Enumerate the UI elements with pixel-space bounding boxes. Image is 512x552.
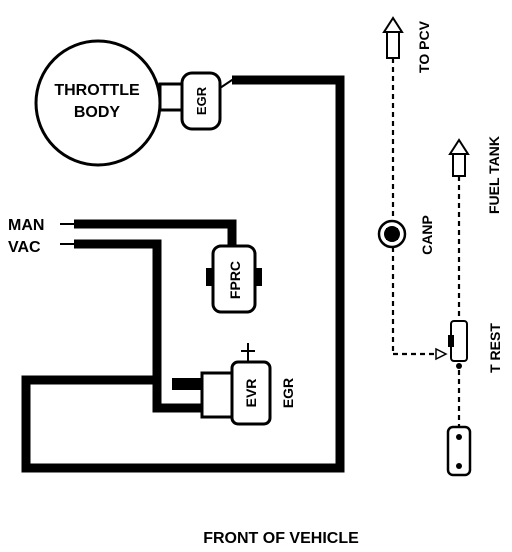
- egr-port: EGR: [158, 71, 238, 131]
- fprc-vacuum-hose: [74, 219, 237, 246]
- canp-valve-icon: [377, 219, 407, 249]
- throttle-body: THROTTLE BODY: [34, 39, 162, 167]
- egr-port-label: EGR: [194, 86, 209, 115]
- flow-arrow-icon: [435, 347, 448, 361]
- throttle-body-label-line2: BODY: [74, 104, 121, 121]
- man-label: MAN: [8, 217, 44, 234]
- evr-solenoid: EVR EGR: [172, 343, 296, 426]
- t-restrictor-icon: [448, 320, 468, 369]
- canister-fitting-icon: [446, 425, 472, 477]
- evr-label: EVR: [243, 379, 259, 408]
- t-rest-label: T REST: [487, 323, 503, 373]
- fprc-label: FPRC: [227, 261, 243, 299]
- canister-purge-system: TO PCV CANP FUEL TANK T REST: [377, 16, 503, 477]
- fuel-tank-arrow-icon: [448, 138, 470, 177]
- vac-label: VAC: [8, 239, 41, 256]
- throttle-body-label-line1: THROTTLE: [54, 82, 140, 99]
- egr-vacuum-hose: [21, 75, 345, 473]
- fuel-tank-label: FUEL TANK: [486, 136, 502, 214]
- to-pcv-label: TO PCV: [416, 20, 432, 73]
- front-of-vehicle-label: FRONT OF VEHICLE: [203, 530, 359, 547]
- fprc-solenoid: FPRC: [206, 244, 262, 314]
- canp-label: CANP: [419, 215, 435, 255]
- manifold-vacuum-source: MAN VAC: [8, 217, 237, 413]
- evr-vacuum-hose: [74, 239, 208, 413]
- to-pcv-arrow-icon: [382, 16, 404, 59]
- egr-valve-label: EGR: [280, 378, 296, 408]
